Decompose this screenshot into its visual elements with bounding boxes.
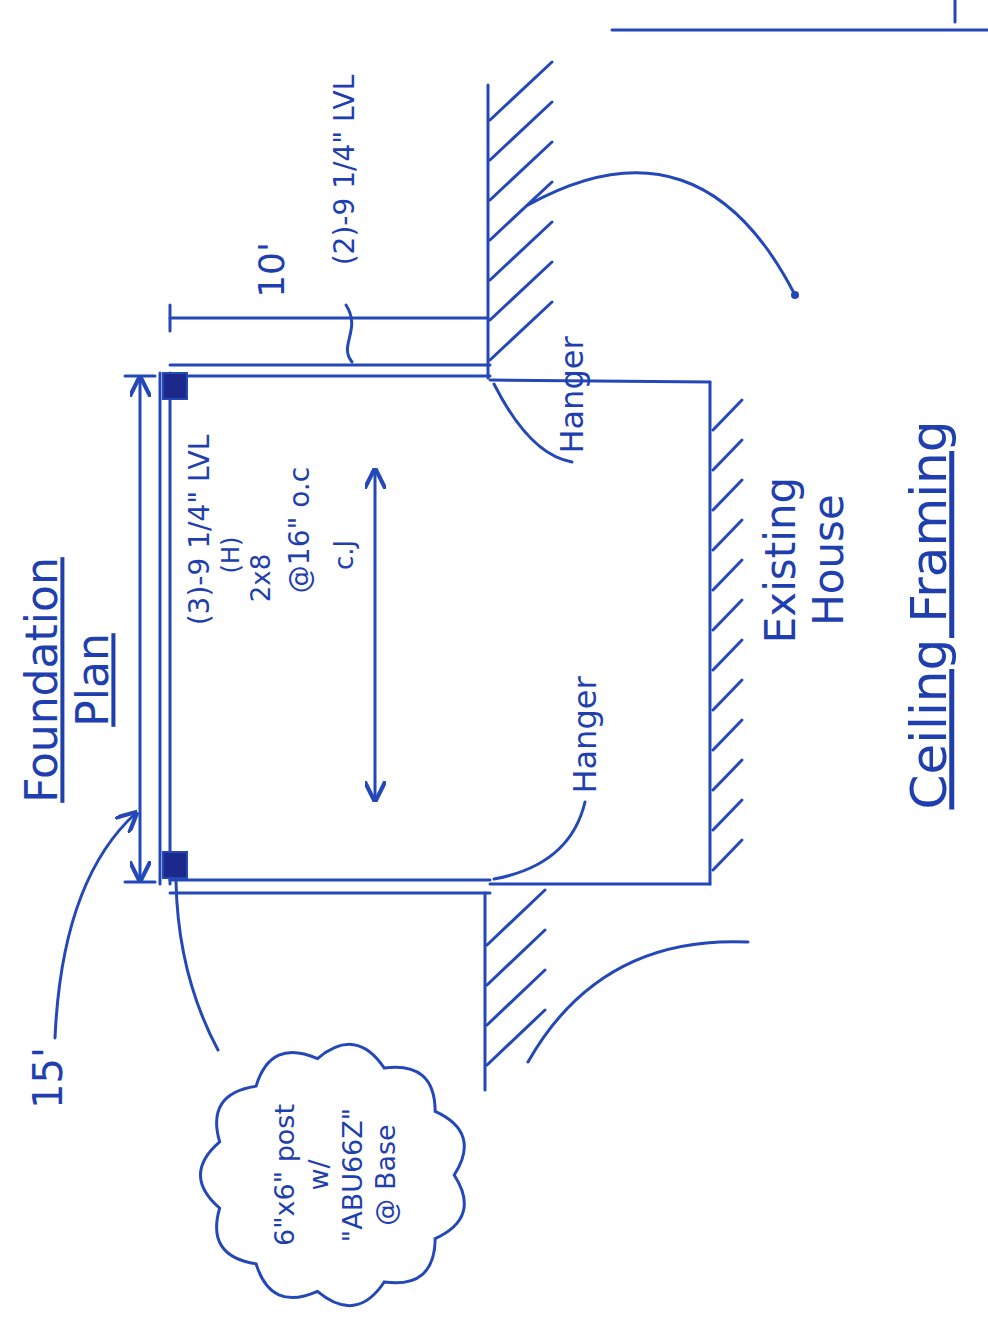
post-symbol xyxy=(163,373,187,399)
member-label: (3)-9 1/4" LVL xyxy=(184,435,216,626)
dimension-tick xyxy=(169,305,172,331)
lvl-line xyxy=(170,375,490,378)
sheet-heading: Ceiling Framing xyxy=(901,420,959,809)
member-label: @16" o.c xyxy=(284,467,316,593)
leader-line xyxy=(494,802,585,879)
leader-line xyxy=(55,813,136,1038)
member-label: (2)-9 1/4" LVL xyxy=(329,75,361,266)
hatch xyxy=(713,400,742,430)
member-label: (H) xyxy=(218,537,246,574)
house-wall xyxy=(709,382,712,884)
leader-line xyxy=(346,305,352,362)
hardware-label: Hanger xyxy=(567,676,604,793)
sketch-dot xyxy=(791,291,799,299)
area-label: Existing House xyxy=(757,440,854,680)
hatch xyxy=(713,480,742,510)
beam-line xyxy=(169,373,172,884)
post-symbol xyxy=(163,852,187,878)
cloud-outline xyxy=(192,1035,477,1315)
callout-text-group: 6"x6" post w/ "ABU66Z" @ Base xyxy=(267,1104,402,1247)
hatch xyxy=(713,600,742,630)
dimension-line xyxy=(170,317,488,320)
sheet-border xyxy=(954,0,957,22)
hatch xyxy=(487,1010,545,1065)
callout-text: 6"x6" post w/ "ABU66Z" @ Base xyxy=(267,1104,402,1247)
hatch xyxy=(713,640,742,670)
dimension-line xyxy=(139,378,142,880)
hatch xyxy=(713,720,742,750)
dimension-label: 10' xyxy=(251,242,292,298)
callout-cloud: 6"x6" post w/ "ABU66Z" @ Base xyxy=(192,1035,477,1315)
beam-line xyxy=(159,373,162,884)
lvl-line xyxy=(170,892,490,895)
member-label: c.J xyxy=(330,540,360,570)
hatch xyxy=(713,560,742,590)
joist-arrow xyxy=(374,470,377,800)
leader-line xyxy=(176,882,218,1050)
cloud-shape xyxy=(200,1044,464,1305)
wall-line xyxy=(490,380,710,382)
hatch xyxy=(713,760,742,790)
sketch-arc xyxy=(528,942,748,1062)
lvl-line xyxy=(170,879,490,882)
hatch xyxy=(713,440,742,470)
hatch xyxy=(713,840,742,870)
lvl-line xyxy=(170,364,490,367)
hatch xyxy=(490,302,552,360)
hardware-label: Hanger xyxy=(554,336,591,453)
sketch-arc xyxy=(528,173,795,295)
member-label: 2x8 xyxy=(247,554,277,602)
wall-line xyxy=(490,883,710,886)
dimension-label: 15' xyxy=(25,1047,71,1109)
hatch xyxy=(713,520,742,550)
sheet-border xyxy=(612,29,988,32)
hatch xyxy=(713,680,742,710)
hatch xyxy=(713,800,742,830)
dimension-tick xyxy=(125,375,155,378)
house-boundary xyxy=(487,85,490,378)
dimension-tick xyxy=(125,881,155,884)
sheet-heading: Foundation Plan xyxy=(17,530,118,830)
house-boundary xyxy=(484,893,487,1090)
